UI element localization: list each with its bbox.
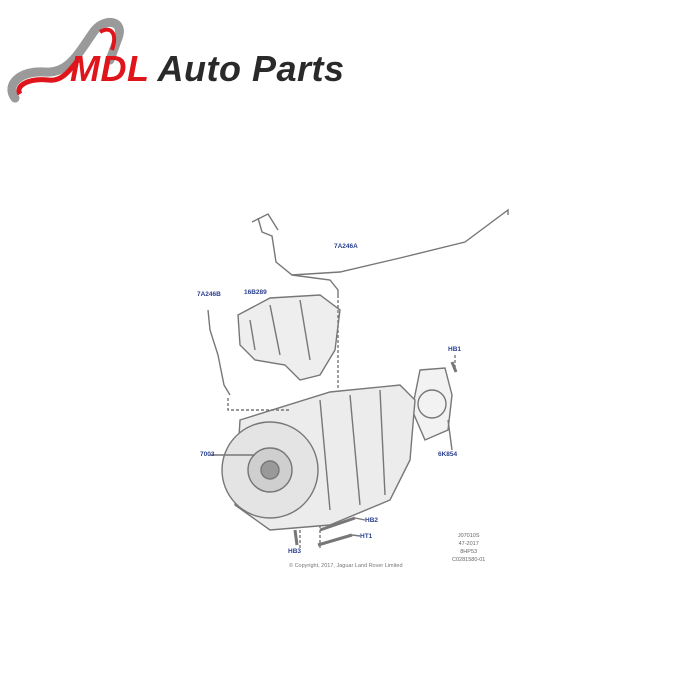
- callout-7003: 7003: [200, 451, 215, 458]
- reference-line: C0281580-01: [452, 557, 486, 563]
- reference-line: J07010S: [457, 533, 480, 539]
- callout-6k854: 6K854: [438, 451, 458, 458]
- pipe-7a246b: [207, 309, 231, 396]
- bolt-ht1: [317, 533, 353, 547]
- logo-text-mdl: MDL: [70, 48, 150, 89]
- callout-ht1: HT1: [360, 533, 373, 540]
- copyright-notice: © Copyright, 2017, Jaguar Land Rover Lim…: [289, 563, 403, 569]
- bolt-hb2: [319, 516, 356, 532]
- bolt-hb3: [293, 529, 299, 546]
- logo-text-auto-parts: Auto Parts: [157, 48, 345, 89]
- bolt-hb1: [450, 361, 458, 373]
- callout-7a246b: 7A246B: [197, 291, 221, 298]
- reference-line: 8HP53: [460, 549, 478, 555]
- callout-16b289: 16B289: [244, 289, 267, 296]
- callout-hb1: HB1: [448, 346, 462, 353]
- heat-shield-16b289: [237, 294, 341, 381]
- swoosh-logo-icon: [7, 18, 124, 103]
- callout-hb3: HB3: [288, 548, 302, 555]
- reference-block: J07010S 47-2017 8HP53 C0281580-01: [452, 532, 485, 564]
- callout-7a246a: 7A246A: [334, 243, 358, 250]
- callout-hb2: HB2: [365, 517, 379, 524]
- reference-line: 47-2017: [458, 541, 479, 547]
- pipe-7a246a: [257, 208, 509, 276]
